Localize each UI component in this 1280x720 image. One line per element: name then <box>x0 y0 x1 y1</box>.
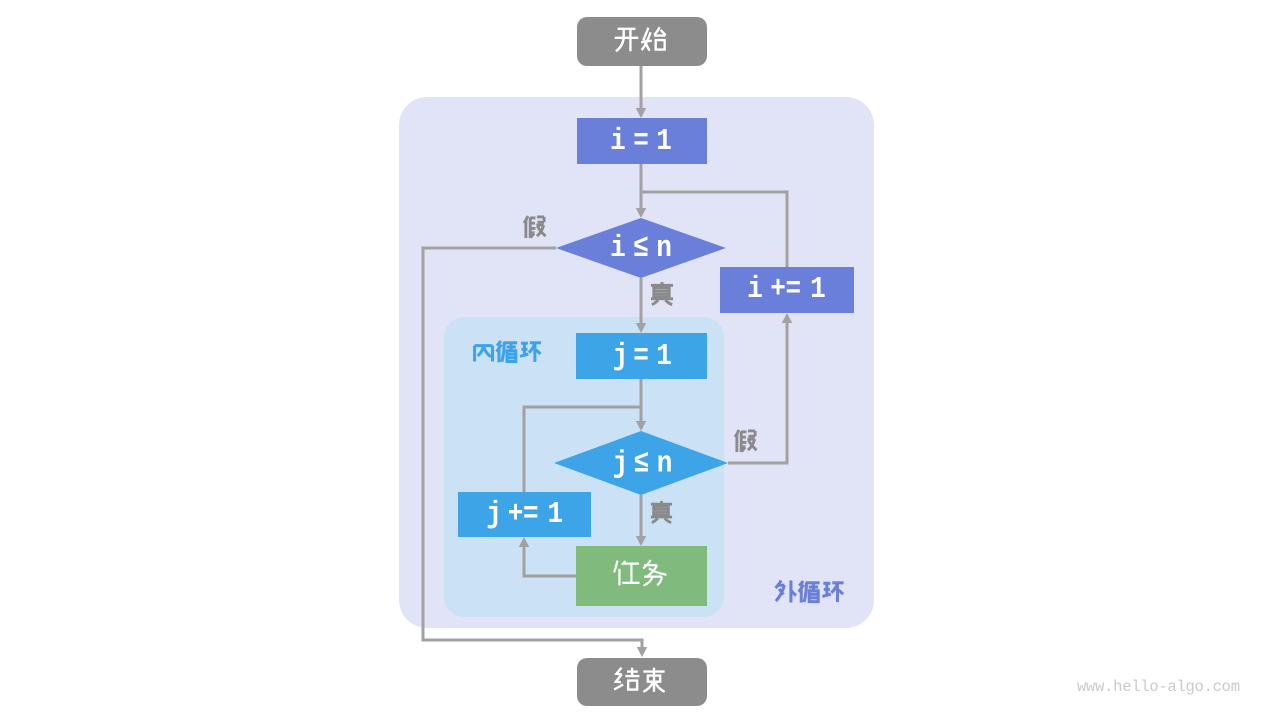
svg-text:www.hello-algo.com: www.hello-algo.com <box>1077 678 1240 696</box>
svg-text:i+=1: i+=1 <box>747 271 826 307</box>
svg-text:j=1: j=1 <box>613 338 672 374</box>
svg-text:i=1: i=1 <box>610 123 672 159</box>
svg-text:j≤n: j≤n <box>613 446 673 482</box>
svg-text:j+=1: j+=1 <box>486 496 563 532</box>
svg-text:i≤n: i≤n <box>610 230 672 266</box>
